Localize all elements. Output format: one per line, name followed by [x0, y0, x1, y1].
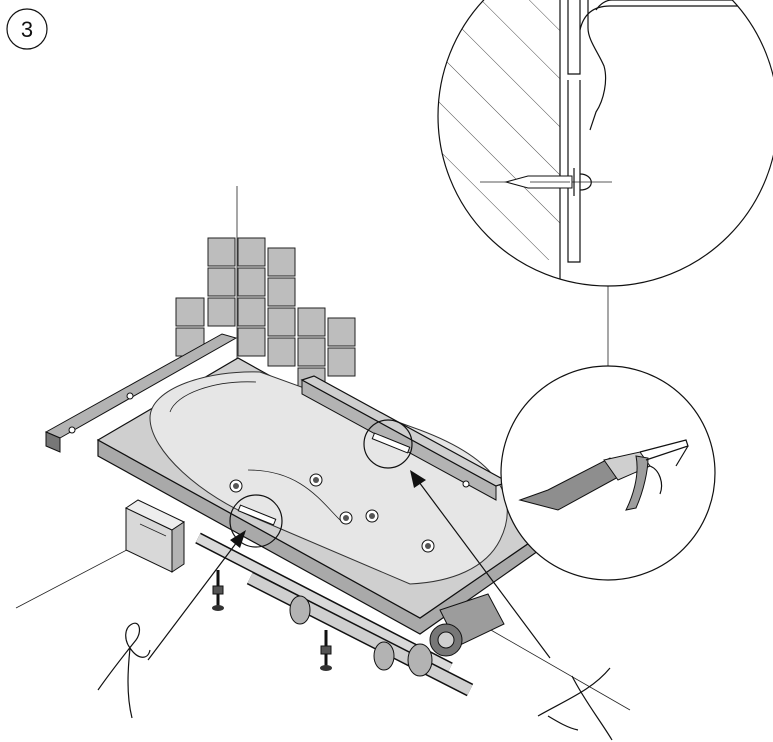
- wall-tile: [267, 307, 296, 337]
- wall-tile: [267, 337, 296, 367]
- step-number-badge: 3: [6, 8, 48, 50]
- wall-tile: [207, 267, 236, 297]
- wall-tile: [327, 347, 356, 377]
- jet-nozzle-core: [425, 543, 431, 549]
- wall-tile: [297, 307, 326, 337]
- jet-nozzle-core: [313, 477, 319, 483]
- pump: [429, 593, 505, 657]
- wall-tile: [297, 337, 326, 367]
- whirlpool-jets: [229, 473, 435, 553]
- wall-tile: [175, 297, 205, 327]
- sealant-symbol: [537, 667, 613, 741]
- left-tool-arrow: [147, 530, 246, 661]
- wall-tile: [237, 237, 266, 267]
- jet-nozzle-core: [343, 515, 349, 521]
- adjustable-foot: [212, 570, 224, 611]
- wall-tiles: [175, 237, 356, 397]
- jet-nozzle-core: [233, 483, 239, 489]
- wall-tile: [207, 297, 236, 327]
- wall-tile: [267, 247, 296, 277]
- right-level-beam: [300, 375, 510, 501]
- screwdriver-symbol: [97, 622, 151, 719]
- wall-tile: [207, 237, 236, 267]
- adjustable-foot: [320, 630, 332, 671]
- jet-nozzle-core: [369, 513, 375, 519]
- adjustable-feet: [212, 570, 332, 671]
- right-tool-arrow: [410, 470, 551, 659]
- wall-tile: [267, 277, 296, 307]
- wall-tile: [237, 327, 266, 357]
- piping-and-pump: [195, 532, 505, 697]
- wall-section-detail: [437, 0, 773, 287]
- wall-tile: [237, 297, 266, 327]
- left-grille-detail: [229, 494, 283, 548]
- wall-guide-lines: [15, 186, 631, 711]
- left-level-beam: [44, 333, 238, 453]
- caulking-gun-detail: [500, 365, 716, 581]
- wall-tile: [237, 267, 266, 297]
- right-grille-detail: [363, 419, 413, 469]
- wall-tile: [327, 317, 356, 347]
- control-box: [124, 499, 186, 573]
- step-number: 3: [21, 17, 33, 42]
